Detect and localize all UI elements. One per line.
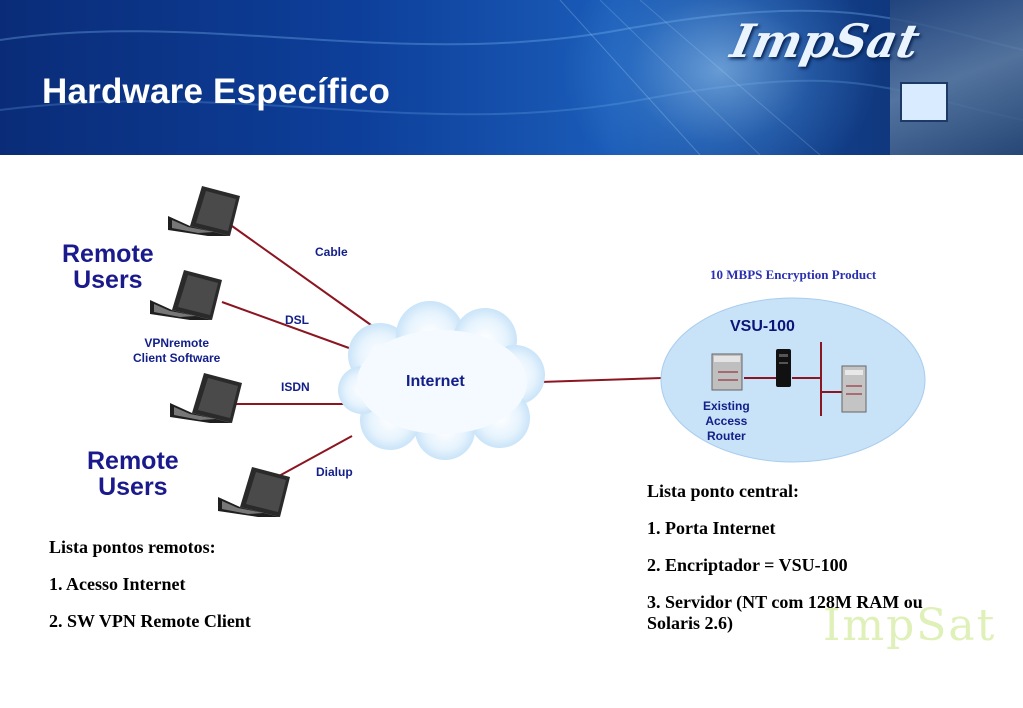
router-label-line-1: Existing: [703, 399, 750, 413]
central-point-heading: Lista ponto central:: [647, 481, 799, 501]
slide-title: Hardware Específico: [42, 72, 391, 111]
router-label-line-2: Access: [705, 414, 748, 428]
cable-connection-line: [231, 225, 379, 331]
client-software-line-1: VPNremote: [144, 336, 210, 350]
internet-to-vsu-line: [539, 377, 663, 383]
remote-users-label-bottom: Remote Users: [87, 448, 179, 500]
remote-points-list: Lista pontos remotos: 1. Acesso Internet…: [49, 537, 251, 632]
vsu-100-device-icon: [776, 349, 791, 387]
remote-users-label-top: Remote Users: [62, 241, 154, 293]
impsat-watermark: ImpSat: [823, 600, 997, 651]
access-router-icon: [711, 353, 743, 391]
dsl-connection-line: [221, 301, 361, 353]
monitor-icon: [900, 82, 948, 122]
central-site-ellipse: [660, 297, 926, 463]
dialup-connection-line: [267, 435, 353, 483]
central-point-item: 1. Porta Internet: [647, 518, 776, 538]
router-label-line-3: Router: [707, 429, 746, 443]
internet-cloud: [338, 301, 545, 460]
laptop-icon-isdn: [170, 373, 242, 423]
dialup-label: Dialup: [316, 465, 353, 479]
remote-users-top-line-2: Users: [73, 266, 143, 294]
central-point-list: Lista ponto central: 1. Porta Internet 2…: [647, 481, 923, 634]
remote-points-heading: Lista pontos remotos:: [49, 537, 216, 557]
existing-access-router-label: Existing Access Router: [703, 399, 750, 444]
remote-points-item: 1. Acesso Internet: [49, 574, 186, 594]
remote-users-top-line-1: Remote: [62, 240, 154, 268]
remote-users-bottom-line-2: Users: [98, 473, 168, 501]
header-glow: [560, 0, 880, 155]
remote-users-bottom-line-1: Remote: [87, 447, 179, 475]
laptop-icon-dsl: [150, 270, 222, 320]
central-point-item: 3. Servidor (NT com 128M RAM ou: [647, 592, 923, 612]
client-software-line-2: Client Software: [133, 351, 221, 365]
laptop-icon-dialup: [218, 467, 290, 517]
laptop-icon-cable: [168, 186, 240, 236]
server-icon: [841, 365, 867, 413]
central-point-item: 2. Encriptador = VSU-100: [647, 555, 848, 575]
remote-points-item: 2. SW VPN Remote Client: [49, 611, 251, 631]
cable-label: Cable: [315, 245, 348, 259]
dsl-label: DSL: [285, 313, 309, 327]
encryption-product-label: 10 MBPS Encryption Product: [710, 267, 877, 282]
internet-label: Internet: [406, 373, 465, 390]
vsu-100-label: VSU-100: [730, 318, 795, 335]
header-banner: ImpSat Hardware Específico: [0, 0, 1023, 155]
client-software-label: VPNremote Client Software: [133, 336, 220, 366]
header-photo: [890, 0, 1023, 155]
central-point-item-continuation: Solaris 2.6): [647, 613, 734, 633]
isdn-label: ISDN: [281, 380, 310, 394]
